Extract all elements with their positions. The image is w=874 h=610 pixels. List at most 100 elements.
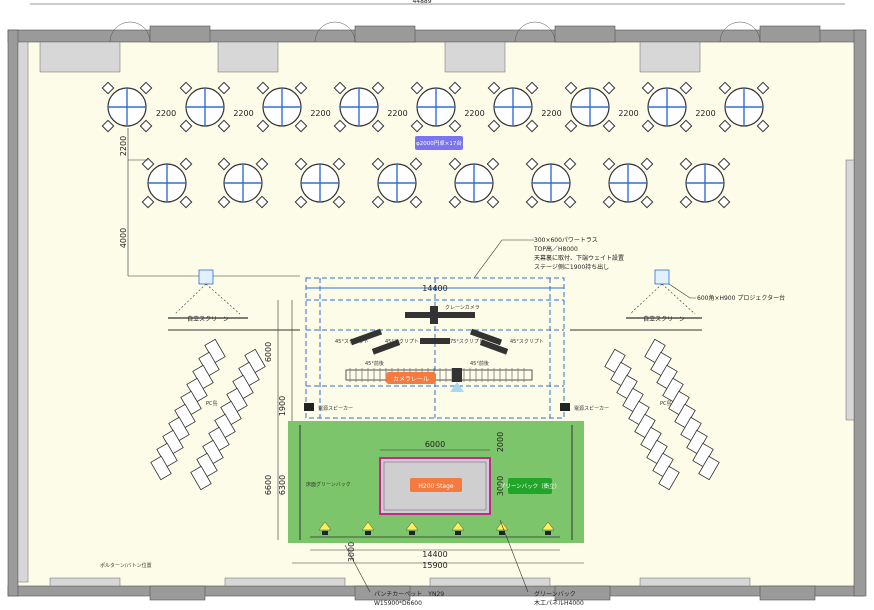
chair <box>409 195 423 209</box>
chair <box>333 119 347 133</box>
dim-bottom-3000: 3000 <box>347 542 356 562</box>
chair <box>602 157 616 171</box>
speaker-right: 電源スピーカー <box>560 403 609 412</box>
round-table <box>718 81 770 133</box>
truss-frame <box>305 277 565 419</box>
chair <box>448 119 462 133</box>
truss-note-line-3: 天幕裏に取付、下端ウェイト設置 <box>534 254 624 262</box>
spacing-label: 2200 <box>464 109 484 118</box>
round-table <box>217 157 269 209</box>
round-table <box>679 157 731 209</box>
chair <box>371 157 385 171</box>
dim-truss-depth: 6000 <box>264 342 273 362</box>
chair <box>525 195 539 209</box>
dim-green-to-stage: 2000 <box>496 432 505 452</box>
spacing-label: 2200 <box>618 109 638 118</box>
tables-badge <box>415 136 463 150</box>
truss-note-line-4: ステージ側に1900持ち出し <box>534 263 609 271</box>
floor-lights <box>318 521 555 535</box>
chair <box>564 119 578 133</box>
window-top-1 <box>39 41 121 73</box>
chair <box>332 195 346 209</box>
chair <box>602 119 616 133</box>
round-table <box>525 157 577 209</box>
chair <box>640 195 654 209</box>
dim-4000-vertical: 4000 <box>119 228 128 248</box>
chair <box>525 119 539 133</box>
chair <box>410 119 424 133</box>
chair <box>487 119 501 133</box>
chair <box>717 195 731 209</box>
spacing-label: 2200 <box>387 109 407 118</box>
round-table <box>294 157 346 209</box>
dim-bottom-14400: 14400 <box>422 550 447 559</box>
spacing-label: 2200 <box>156 109 176 118</box>
round-table-group <box>101 81 770 209</box>
chair <box>332 157 346 171</box>
chair <box>139 119 153 133</box>
scrim-label-4: 45°スクリプト <box>510 339 544 345</box>
truss-note-line-2: TOP高／H8000 <box>533 245 578 253</box>
chair <box>679 119 693 133</box>
chair <box>217 119 231 133</box>
tables-badge-label: φ2000円卓×17台 <box>416 139 462 147</box>
chair <box>256 119 270 133</box>
stage-label: H200 Stage <box>418 483 454 490</box>
svg-text:電源スピーカー: 電源スピーカー <box>574 405 609 412</box>
light-icon <box>318 521 332 531</box>
top-dimension-label: 44889 <box>412 0 431 5</box>
chair <box>333 81 347 95</box>
round-table <box>101 81 153 133</box>
chair <box>371 195 385 209</box>
window-top-2 <box>217 41 279 73</box>
chair <box>294 157 308 171</box>
chair <box>641 119 655 133</box>
chair <box>718 119 732 133</box>
round-table <box>602 157 654 209</box>
scrim-label-2: 45°スクリプト <box>385 339 419 345</box>
svg-text:パンチカーペット YN29: パンチカーペット YN29 <box>374 591 444 598</box>
dim-stage-depth: 3000 <box>496 476 505 496</box>
chair <box>486 195 500 209</box>
right-screen-assembly: 自立スクリーン 600角×H900 プロジェクター台 <box>570 269 785 331</box>
chair <box>756 81 770 95</box>
spacing-label: 2200 <box>310 109 330 118</box>
round-table <box>564 81 616 133</box>
spacing-label: 2200 <box>695 109 715 118</box>
desk-left-label: PC島 <box>206 400 218 407</box>
greenback-note: グリーンバック 木工パネルH4000 <box>499 519 584 607</box>
corner-note: ポルターン/バトン位置 <box>100 562 152 569</box>
crane-camera: クレーンカメラ <box>405 305 480 324</box>
camera-rail-label: カメラレール <box>393 376 429 383</box>
scrim-label-3: 75°スクリプト <box>450 339 484 345</box>
greenback-wall-label: 床面グリーンバック <box>306 481 351 488</box>
chair <box>448 195 462 209</box>
chair <box>718 81 732 95</box>
rail-mark-left: 45°前後 <box>365 360 384 367</box>
round-table <box>448 157 500 209</box>
chair <box>602 81 616 95</box>
chair <box>564 81 578 95</box>
round-table <box>141 157 193 209</box>
chair <box>294 81 308 95</box>
svg-text:電源スピーカー: 電源スピーカー <box>318 405 353 412</box>
chair <box>217 157 231 171</box>
round-table <box>333 81 385 133</box>
top-wall <box>7 21 865 73</box>
spacing-label: 2200 <box>541 109 561 118</box>
light-icon <box>495 521 509 531</box>
desk <box>150 455 172 481</box>
chair <box>255 157 269 171</box>
chair <box>641 81 655 95</box>
light-icon <box>451 521 465 531</box>
chair <box>141 195 155 209</box>
svg-text:W15900*D6600: W15900*D6600 <box>374 600 422 607</box>
desk <box>190 465 212 491</box>
round-table <box>487 81 539 133</box>
chair <box>487 81 501 95</box>
greenback-side-badge <box>508 478 552 494</box>
svg-text:グリーンバック: グリーンバック <box>534 590 576 598</box>
